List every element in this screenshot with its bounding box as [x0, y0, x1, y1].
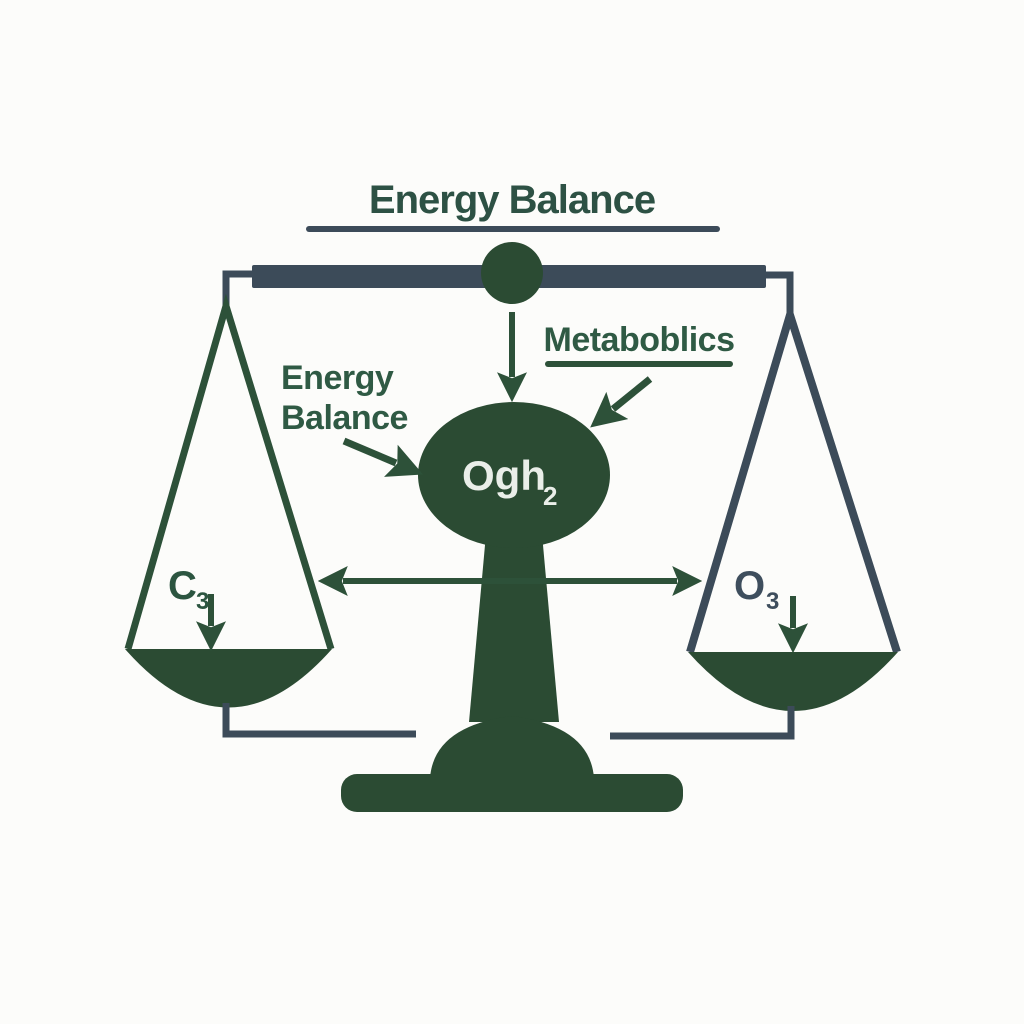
center-node-ellipse — [418, 402, 610, 548]
left-pan-strings — [124, 293, 335, 651]
pedestal-column — [469, 534, 559, 722]
left-base-bracket — [222, 703, 416, 738]
title-underline — [306, 226, 720, 232]
metabolics-label: Metaboblics — [544, 321, 735, 359]
right-pan-bowl — [688, 652, 898, 711]
diagram-title: Energy Balance — [369, 178, 655, 222]
energy-balance-arrow — [342, 437, 424, 477]
right-pan-strings — [686, 301, 901, 654]
pedestal-dome — [430, 716, 594, 778]
center-node-subscript: 2 — [543, 481, 557, 511]
right-pan-label: O — [734, 564, 765, 608]
pivot-circle — [481, 242, 543, 304]
energy-balance-label-line2: Balance — [281, 399, 408, 437]
left-pan-bowl — [125, 649, 332, 708]
pedestal-base — [341, 774, 683, 812]
energy-balance-label-line1: Energy — [281, 359, 394, 397]
metabolics-arrow — [590, 376, 653, 428]
left-pan-label: C — [168, 564, 197, 608]
center-node-label: Ogh — [462, 452, 546, 499]
metabolics-underline — [545, 361, 733, 367]
right-pan-label-subscript: 3 — [766, 588, 779, 615]
left-pan-label-subscript: 3 — [196, 588, 209, 615]
beam-hanger-right — [764, 271, 794, 316]
right-base-bracket — [610, 706, 795, 740]
